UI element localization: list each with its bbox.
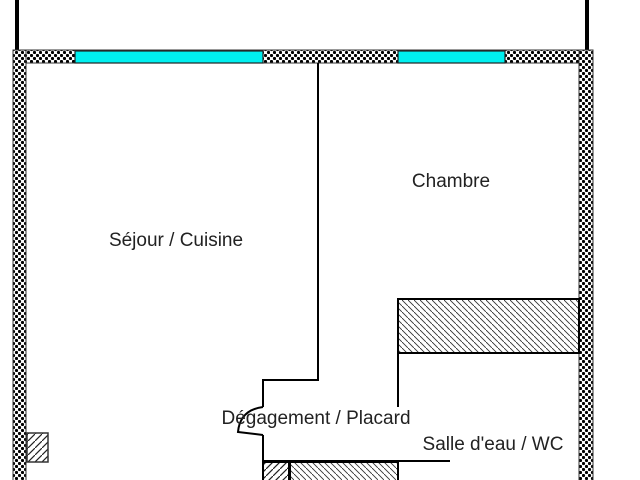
room-label-salle: Salle d'eau / WC [423, 434, 564, 455]
room-label-chambre: Chambre [412, 171, 490, 192]
room-label-sejour: Séjour / Cuisine [109, 230, 243, 251]
window-left [74, 50, 264, 64]
left-wall [12, 49, 27, 480]
window-right [397, 50, 506, 64]
left-duct [26, 432, 49, 463]
right-wall [578, 49, 594, 480]
room-label-degagement: Dégagement / Placard [221, 408, 410, 429]
small-duct [262, 461, 290, 480]
storage-bottom [289, 461, 399, 480]
door-swing [236, 406, 264, 436]
partition-wall [262, 63, 319, 462]
wardrobe [397, 298, 580, 354]
